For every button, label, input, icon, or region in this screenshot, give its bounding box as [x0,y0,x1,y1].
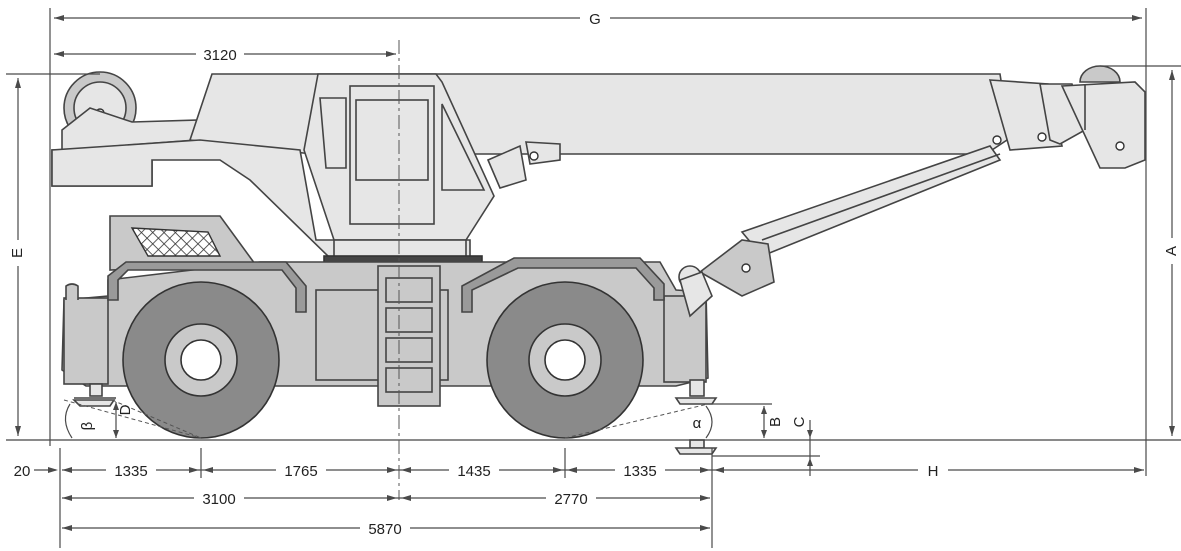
label-H: H [928,463,939,480]
dimension-lines [15,15,1175,531]
access-ladder [377,265,441,407]
crane-illustration [51,65,1146,455]
label-A: A [1163,246,1180,256]
hood-vent-grille [130,227,222,257]
rear-outrigger-box [63,297,109,385]
rear-outrigger-jack [72,383,116,407]
reference-lines [6,8,1181,548]
front-outrigger-box [663,295,707,383]
boom-head-sheave [1079,65,1121,83]
label-1335-rear: 1335 [114,463,147,480]
label-5870: 5870 [368,521,401,538]
label-C: C [791,416,808,427]
cylinder-mount [698,239,775,297]
rear-fender [107,261,307,313]
front-wheel [486,281,644,439]
label-D: D [117,404,134,415]
front-outrigger-jack [674,379,718,455]
label-3120: 3120 [203,47,236,64]
label-1335-front: 1335 [623,463,656,480]
label-alpha: α [693,415,702,432]
front-fender [461,257,665,313]
dimension-labels: G 3120 E A B C D β α 20 1335 1765 1435 1… [9,8,1181,538]
rear-wheel [122,281,280,439]
label-beta: β [79,421,96,430]
label-B: B [767,417,784,427]
label-E: E [9,248,26,258]
label-2770: 2770 [554,491,587,508]
telescope-bracket [486,144,527,189]
operator-cab [303,73,495,259]
front-bumper-link [679,270,713,318]
label-3100: 3100 [202,491,235,508]
label-20: 20 [14,463,31,480]
label-1765: 1765 [284,463,317,480]
label-1435: 1435 [457,463,490,480]
label-G: G [589,11,601,28]
